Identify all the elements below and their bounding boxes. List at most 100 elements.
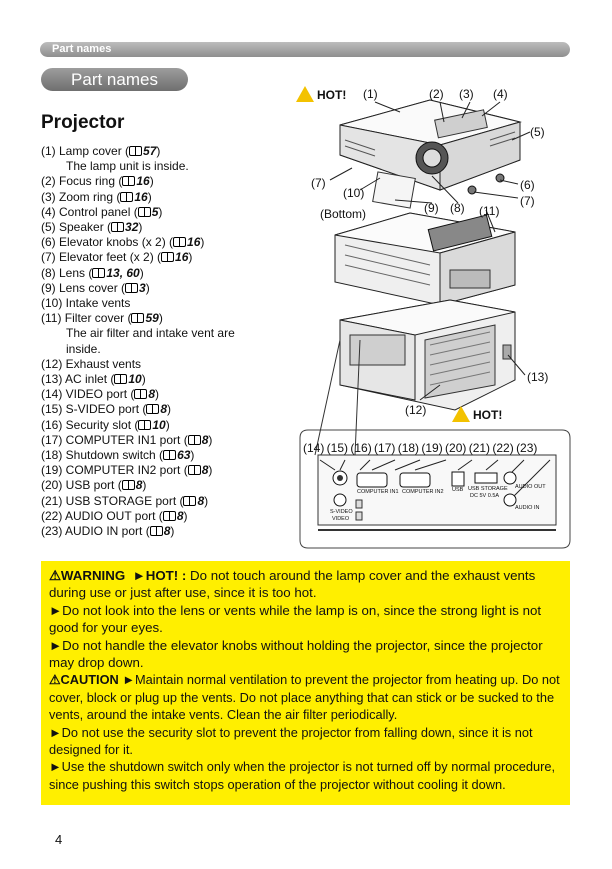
callout-7b: (7) xyxy=(520,194,535,208)
label-usb-storage-rating: DC 5V 0.5A xyxy=(470,493,500,499)
hot-label-top: HOT! xyxy=(296,86,346,102)
book-reference-icon xyxy=(122,176,136,187)
label-video: VIDEO xyxy=(332,516,350,522)
header-bar: Part names xyxy=(40,42,570,57)
part-item: (17) COMPUTER IN1 port (8) xyxy=(41,432,213,447)
projector-bottom-view xyxy=(334,212,516,306)
page-reference: 5 xyxy=(151,204,159,219)
part-item: (16) Security slot (10) xyxy=(41,417,170,432)
page-reference: 10 xyxy=(128,372,142,387)
part-item: (5) Speaker (32) xyxy=(41,220,143,235)
callout-5: (5) xyxy=(530,125,545,139)
part-item: (11) Filter cover (59) xyxy=(41,311,163,326)
page-reference: 8 xyxy=(163,524,171,539)
book-reference-icon xyxy=(162,510,176,521)
page-reference: 13, 60 xyxy=(106,265,140,280)
label-audio-out: AUDIO OUT xyxy=(515,484,546,490)
callout-10: (10) xyxy=(343,186,365,200)
part-note: The air filter and intake vent are insid… xyxy=(66,326,235,356)
book-reference-icon xyxy=(134,389,148,400)
warning-box: ⚠WARNING ►HOT! : Do not touch around the… xyxy=(41,561,570,805)
part-item: (8) Lens (13, 60) xyxy=(41,265,144,280)
section-title: Part names xyxy=(41,68,188,91)
label-computer-in2: COMPUTER IN2 xyxy=(402,489,444,495)
page-reference: 32 xyxy=(125,220,139,235)
callout-2: (2) xyxy=(429,87,444,101)
part-item: (4) Control panel (5) xyxy=(41,204,163,219)
callout-6: (6) xyxy=(520,178,535,192)
callout-9: (9) xyxy=(424,201,439,215)
warning-line-1: ⚠WARNING ►HOT! : Do not touch around the… xyxy=(49,568,536,601)
part-item: (10) Intake vents xyxy=(41,296,131,311)
part-item: (3) Zoom ring (16) xyxy=(41,189,152,204)
page-reference: 63 xyxy=(177,448,191,463)
part-item: (9) Lens cover (3) xyxy=(41,280,150,295)
book-reference-icon xyxy=(137,206,151,217)
label-audio-in: AUDIO IN xyxy=(515,505,540,511)
caution-line-3: ►Use the shutdown switch only when the p… xyxy=(49,759,556,792)
page-reference: 16 xyxy=(136,174,150,189)
page-reference: 16 xyxy=(134,189,148,204)
part-item: (1) Lamp cover (57) xyxy=(41,144,161,158)
warning-line-3: ►Do not handle the elevator knobs withou… xyxy=(49,637,543,671)
part-item: (14) VIDEO port (8) xyxy=(41,387,160,402)
book-reference-icon xyxy=(163,450,177,461)
projector-diagram xyxy=(299,99,571,549)
label-s-video: S-VIDEO xyxy=(330,509,353,515)
hot-warning-icon xyxy=(296,86,314,102)
book-reference-icon xyxy=(125,282,139,293)
callout-13: (13) xyxy=(527,370,549,384)
page-reference: 10 xyxy=(152,417,166,432)
part-item: (18) Shutdown switch (63) xyxy=(41,448,195,463)
part-item: (12) Exhaust vents xyxy=(41,356,142,371)
part-item: (13) AC inlet (10) xyxy=(41,372,146,387)
page-reference: 8 xyxy=(197,493,205,508)
part-item: (15) S-VIDEO port (8) xyxy=(41,402,172,417)
book-reference-icon xyxy=(114,374,128,385)
page-reference: 57 xyxy=(143,144,157,158)
projector-rear-view xyxy=(339,299,516,411)
part-item: (20) USB port (8) xyxy=(41,478,147,493)
part-note: The lamp unit is inside. xyxy=(66,159,189,174)
warning-label: ⚠WARNING xyxy=(49,568,126,583)
book-reference-icon xyxy=(121,480,135,491)
part-item: (7) Elevator feet (x 2) (16) xyxy=(41,250,193,265)
callout-11: (11) xyxy=(479,204,500,218)
callout-12: (12) xyxy=(405,403,427,417)
book-reference-icon xyxy=(187,434,201,445)
parts-list: (1) Lamp cover (57)The lamp unit is insi… xyxy=(41,144,271,539)
part-item: (19) COMPUTER IN2 port (8) xyxy=(41,463,213,478)
book-reference-icon xyxy=(138,419,152,430)
page-reference: 16 xyxy=(187,235,201,250)
label-usb: USB xyxy=(452,487,464,493)
part-item: (23) AUDIO IN port (8) xyxy=(41,524,175,539)
callout-4: (4) xyxy=(493,87,508,101)
caution-label: ⚠CAUTION xyxy=(49,672,119,688)
callout-3: (3) xyxy=(459,87,474,101)
book-reference-icon xyxy=(131,313,145,324)
book-reference-icon xyxy=(146,404,160,415)
book-reference-icon xyxy=(111,222,125,233)
warning-line-2: ►Do not look into the lens or vents whil… xyxy=(49,602,542,636)
book-reference-icon xyxy=(187,465,201,476)
page-reference: 8 xyxy=(201,432,209,447)
callout-bottom: (Bottom) xyxy=(320,207,367,221)
page-reference: 59 xyxy=(145,311,159,326)
part-item: (22) AUDIO OUT port (8) xyxy=(41,508,188,523)
hot-warning-icon xyxy=(452,406,470,422)
hot-label-bottom: HOT! xyxy=(452,406,502,422)
callout-port-row: (14) (15) (16) (17) (18) (19) (20) (21) … xyxy=(303,441,538,455)
page-reference: 8 xyxy=(201,463,209,478)
callout-1: (1) xyxy=(363,87,378,101)
part-item: (6) Elevator knobs (x 2) (16) xyxy=(41,235,205,250)
part-item: (21) USB STORAGE port (8) xyxy=(41,493,209,508)
callout-7a: (7) xyxy=(311,176,326,190)
book-reference-icon xyxy=(183,495,197,506)
page-reference: 8 xyxy=(160,402,168,417)
part-item: (2) Focus ring (16) xyxy=(41,174,154,189)
projector-top-view xyxy=(339,99,522,209)
book-reference-icon xyxy=(120,191,134,202)
page-reference: 8 xyxy=(176,508,184,523)
callout-8: (8) xyxy=(450,201,465,215)
caution-line-2: ►Do not use the security slot to prevent… xyxy=(49,724,533,758)
